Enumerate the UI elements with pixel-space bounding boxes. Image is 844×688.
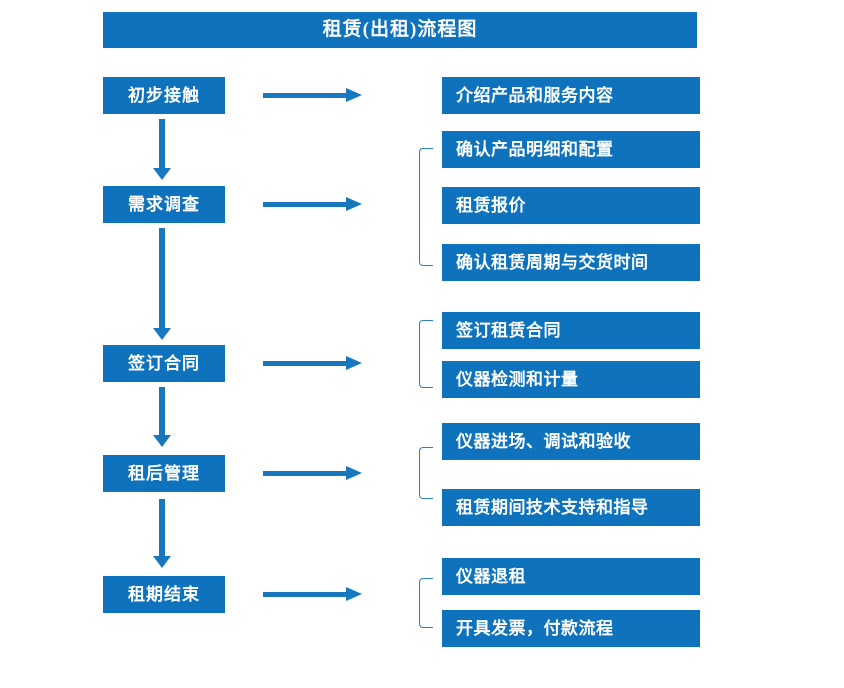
detail-box-5-1[interactable]: 仪器退租 — [442, 558, 700, 595]
arrow-shaft — [263, 202, 347, 207]
arrow-head-icon — [153, 556, 171, 568]
stage-connector-4-5 — [152, 499, 172, 568]
arrow-head-icon — [346, 88, 362, 102]
detail-box-4-2[interactable]: 租赁期间技术支持和指导 — [442, 489, 700, 526]
arrow-shaft — [159, 387, 165, 435]
arrow-shaft — [263, 471, 347, 476]
stage-box-3[interactable]: 签订合同 — [103, 345, 225, 382]
stage-connector-2-3 — [152, 228, 172, 340]
stage-arrow-right-1 — [263, 87, 362, 103]
group-bracket-3 — [419, 320, 433, 388]
stage-box-1[interactable]: 初步接触 — [103, 77, 225, 114]
diagram-title: 租赁(出租)流程图 — [103, 12, 697, 48]
stage-arrow-right-2 — [263, 196, 362, 212]
group-bracket-4 — [419, 447, 433, 499]
arrow-head-icon — [153, 328, 171, 340]
arrow-shaft — [263, 93, 347, 98]
stage-arrow-right-3 — [263, 355, 362, 371]
detail-box-2-1[interactable]: 确认产品明细和配置 — [442, 131, 700, 168]
arrow-head-icon — [153, 168, 171, 180]
stage-connector-3-4 — [152, 387, 172, 447]
arrow-head-icon — [346, 197, 362, 211]
detail-box-3-2[interactable]: 仪器检测和计量 — [442, 361, 700, 398]
group-bracket-5 — [419, 578, 433, 628]
stage-box-5[interactable]: 租期结束 — [103, 576, 225, 613]
detail-box-2-2[interactable]: 租赁报价 — [442, 187, 700, 224]
detail-box-3-1[interactable]: 签订租赁合同 — [442, 312, 700, 349]
detail-box-4-1[interactable]: 仪器进场、调试和验收 — [442, 423, 700, 460]
arrow-head-icon — [153, 435, 171, 447]
stage-connector-1-2 — [152, 119, 172, 180]
stage-box-4[interactable]: 租后管理 — [103, 455, 225, 492]
arrow-shaft — [159, 499, 165, 556]
group-bracket-2 — [419, 148, 433, 266]
arrow-head-icon — [346, 466, 362, 480]
arrow-shaft — [159, 119, 165, 168]
detail-box-1-1[interactable]: 介绍产品和服务内容 — [442, 77, 700, 114]
arrow-head-icon — [346, 587, 362, 601]
stage-box-2[interactable]: 需求调查 — [103, 186, 225, 223]
arrow-shaft — [263, 361, 347, 366]
arrow-shaft — [263, 592, 347, 597]
arrow-head-icon — [346, 356, 362, 370]
detail-box-2-3[interactable]: 确认租赁周期与交货时间 — [442, 244, 700, 281]
arrow-shaft — [159, 228, 165, 328]
detail-box-5-2[interactable]: 开具发票，付款流程 — [442, 610, 700, 647]
stage-arrow-right-5 — [263, 586, 362, 602]
stage-arrow-right-4 — [263, 465, 362, 481]
